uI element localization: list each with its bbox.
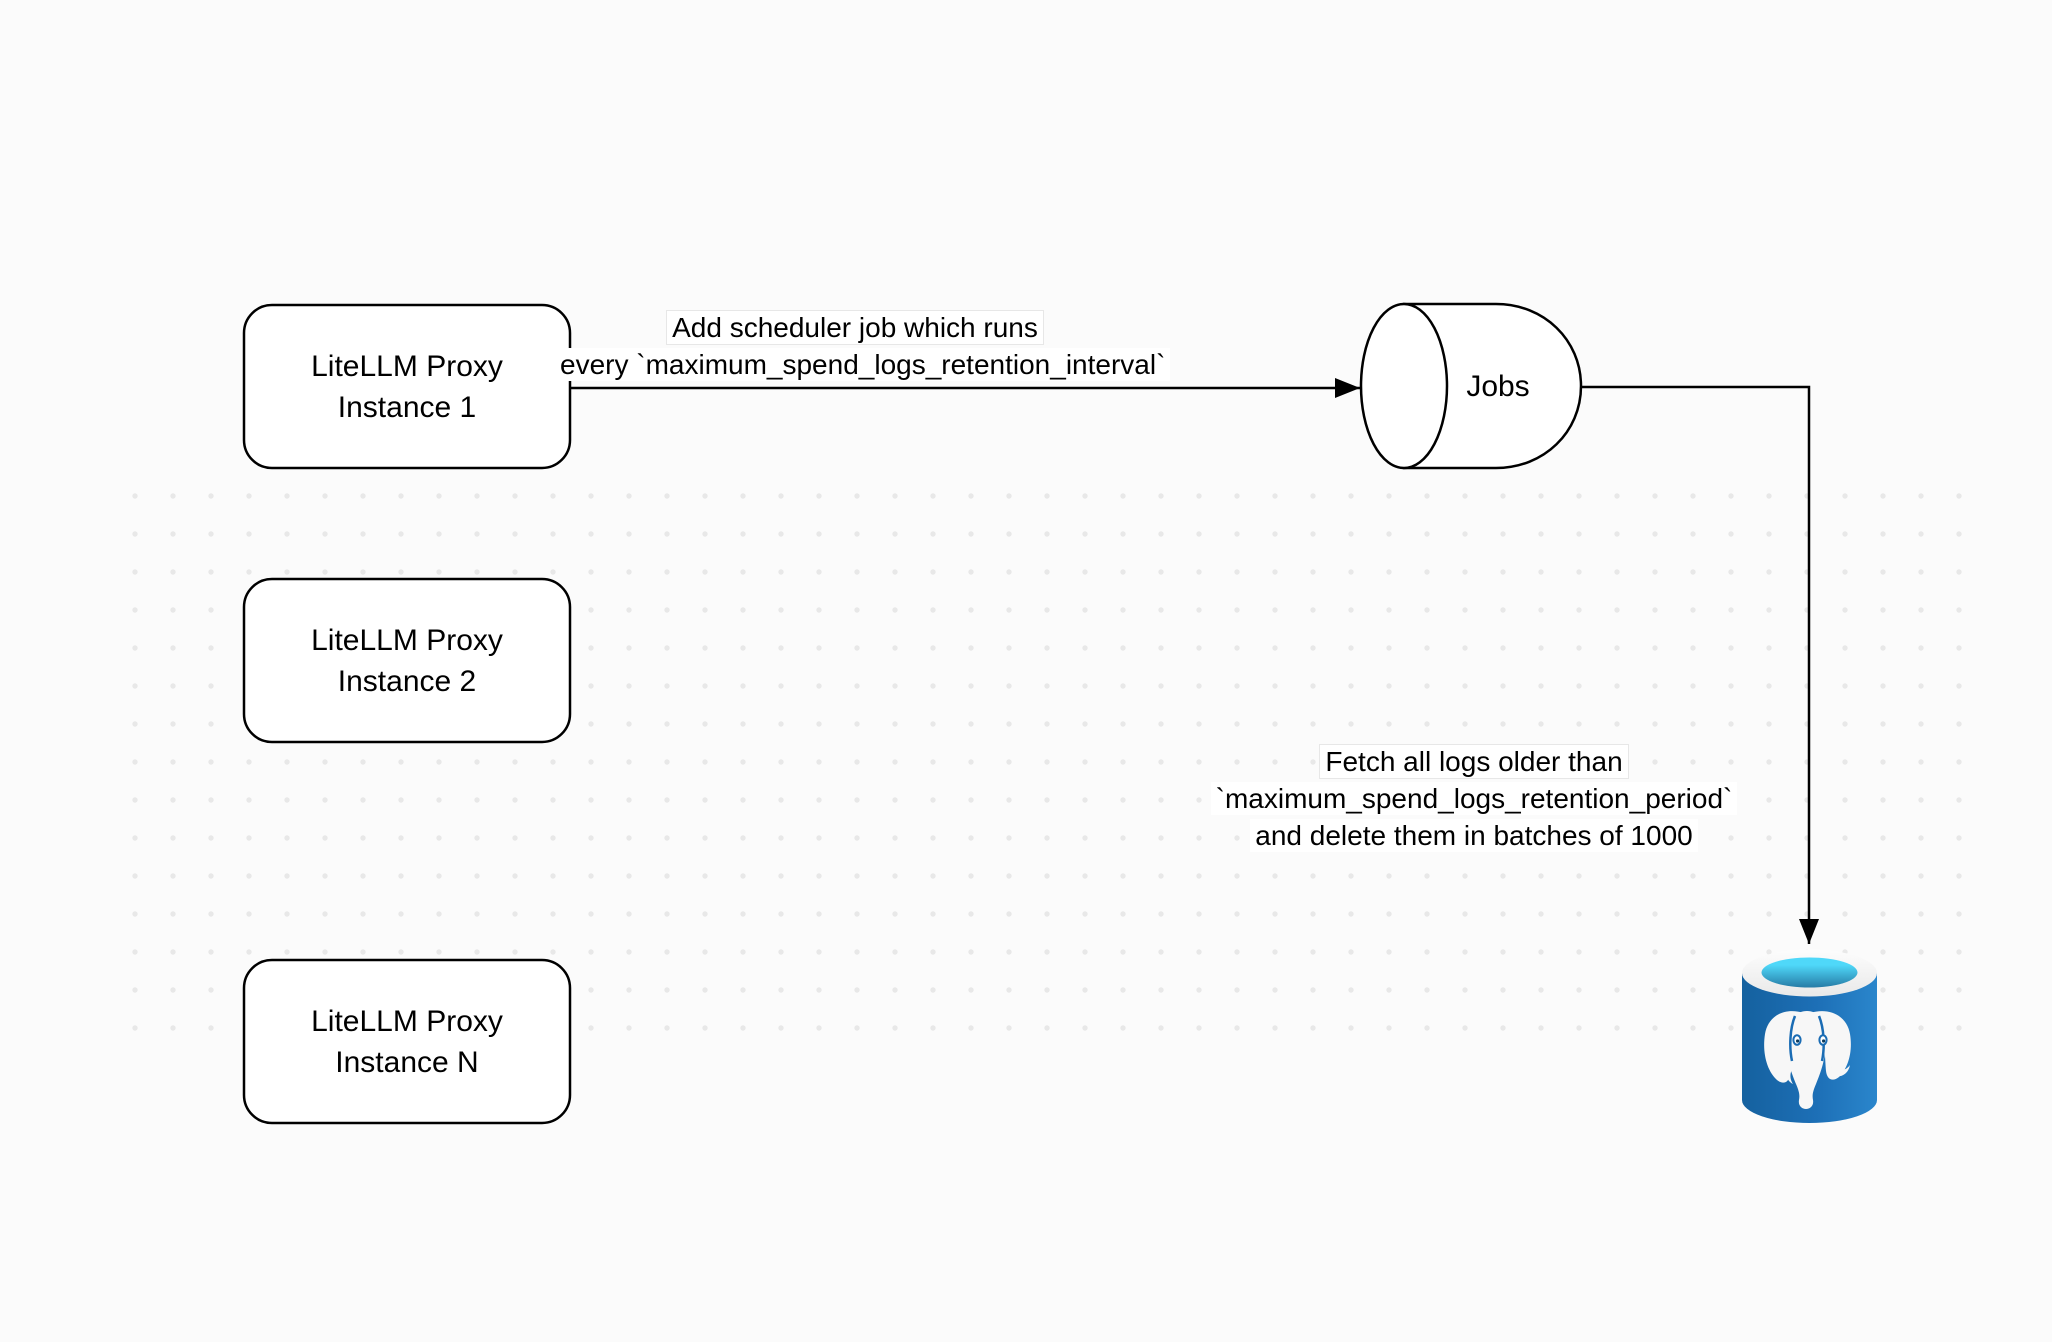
arrow-cleanup-edge [1581, 385, 1819, 944]
proxy-instance-1-node [242, 303, 572, 470]
postgres-elephant-tusk [1786, 1065, 1794, 1084]
jobs-queue-node [1359, 302, 1583, 470]
postgresql-database-icon [1742, 949, 1877, 1123]
jobs-label: Jobs [1466, 369, 1530, 403]
postgres-elephant-left-ear [1764, 1011, 1804, 1083]
proxy-instance-n-label: LiteLLM Proxy Instance N [311, 1004, 503, 1079]
postgres-elephant-details [1789, 1015, 1828, 1062]
jobs-cylinder-face [1359, 302, 1449, 470]
postgres-top-inner [1761, 957, 1858, 988]
proxy-instance-1-label: LiteLLM Proxy Instance 1 [311, 349, 503, 424]
jobs-cylinder-body [1402, 302, 1583, 470]
scheduler-edge-label: Add scheduler job which runs every `maxi… [555, 309, 1171, 383]
proxy-instance-2-label: LiteLLM Proxy Instance 2 [311, 623, 503, 698]
proxy-instance-n-node [242, 958, 572, 1125]
proxy-instance-2-node [242, 577, 572, 744]
cleanup-edge-label: Fetch all logs older than `maximum_spend… [1174, 743, 1774, 854]
postgres-elephant-trunk-curl [1828, 1065, 1850, 1077]
dot-grid [116, 477, 1978, 1047]
